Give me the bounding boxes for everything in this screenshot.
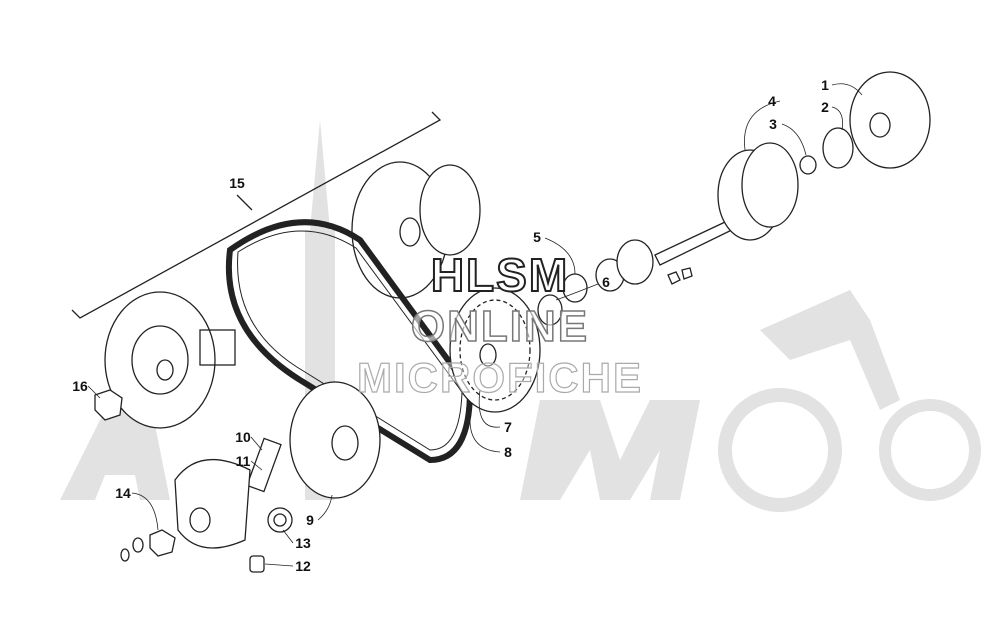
callout-3[interactable]: 3 [769, 116, 777, 132]
drive-hub [849, 71, 931, 169]
callout-9[interactable]: 9 [306, 512, 314, 528]
parts [71, 71, 931, 573]
callout-10[interactable]: 10 [235, 429, 251, 445]
watermark-hlsm: HLSM [430, 249, 570, 301]
callout-7[interactable]: 7 [504, 419, 512, 435]
callout-16[interactable]: 16 [72, 378, 88, 394]
callout-4[interactable]: 4 [768, 93, 776, 109]
spider-assembly [289, 381, 381, 499]
callout-6[interactable]: 6 [602, 274, 610, 290]
assembly-bracket [71, 111, 442, 319]
callout-14[interactable]: 14 [115, 485, 131, 501]
drive-clutch-sheave [104, 291, 216, 429]
clutch-cover [174, 458, 251, 549]
callout-2[interactable]: 2 [821, 99, 829, 115]
callout-12[interactable]: 12 [295, 558, 311, 574]
watermark-online: ONLINE [410, 302, 590, 351]
callout-8[interactable]: 8 [504, 444, 512, 460]
callout-11[interactable]: 11 [235, 453, 251, 469]
callout-13[interactable]: 13 [295, 535, 311, 551]
drive-belt [225, 219, 474, 464]
nut [94, 389, 123, 421]
callout-15[interactable]: 15 [229, 175, 245, 191]
watermark-microfiche: MICROFICHE [356, 354, 643, 401]
callout-5[interactable]: 5 [533, 229, 541, 245]
callout-1[interactable]: 1 [821, 77, 829, 93]
